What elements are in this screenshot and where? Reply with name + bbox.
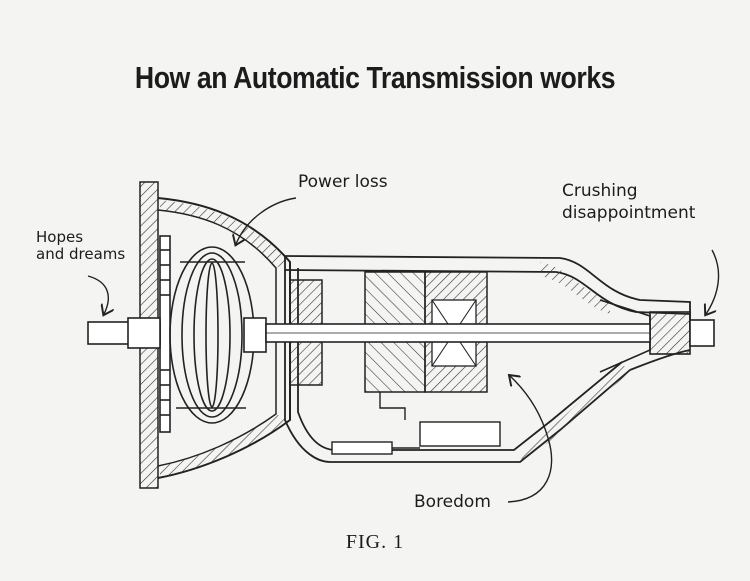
- label-crushing-line2: disappointment: [562, 203, 696, 223]
- diagram-title: How an Automatic Transmission works: [134, 60, 616, 95]
- tail-housing: [599, 299, 691, 373]
- label-hopes-line2: and dreams: [36, 245, 126, 263]
- power-loss-leader: [236, 197, 297, 244]
- label-power-loss: Power loss: [298, 172, 388, 192]
- label-crushing-line1: Crushing: [562, 181, 638, 201]
- label-hopes-line1: Hopes: [36, 228, 84, 246]
- crushing-leader: [706, 249, 720, 314]
- valve-body: [331, 392, 501, 455]
- figure-caption: FIG. 1: [345, 531, 405, 553]
- boredom-leader: [508, 376, 553, 503]
- label-boredom: Boredom: [414, 492, 491, 512]
- hopes-leader: [87, 275, 108, 314]
- torque-converter: [159, 235, 267, 433]
